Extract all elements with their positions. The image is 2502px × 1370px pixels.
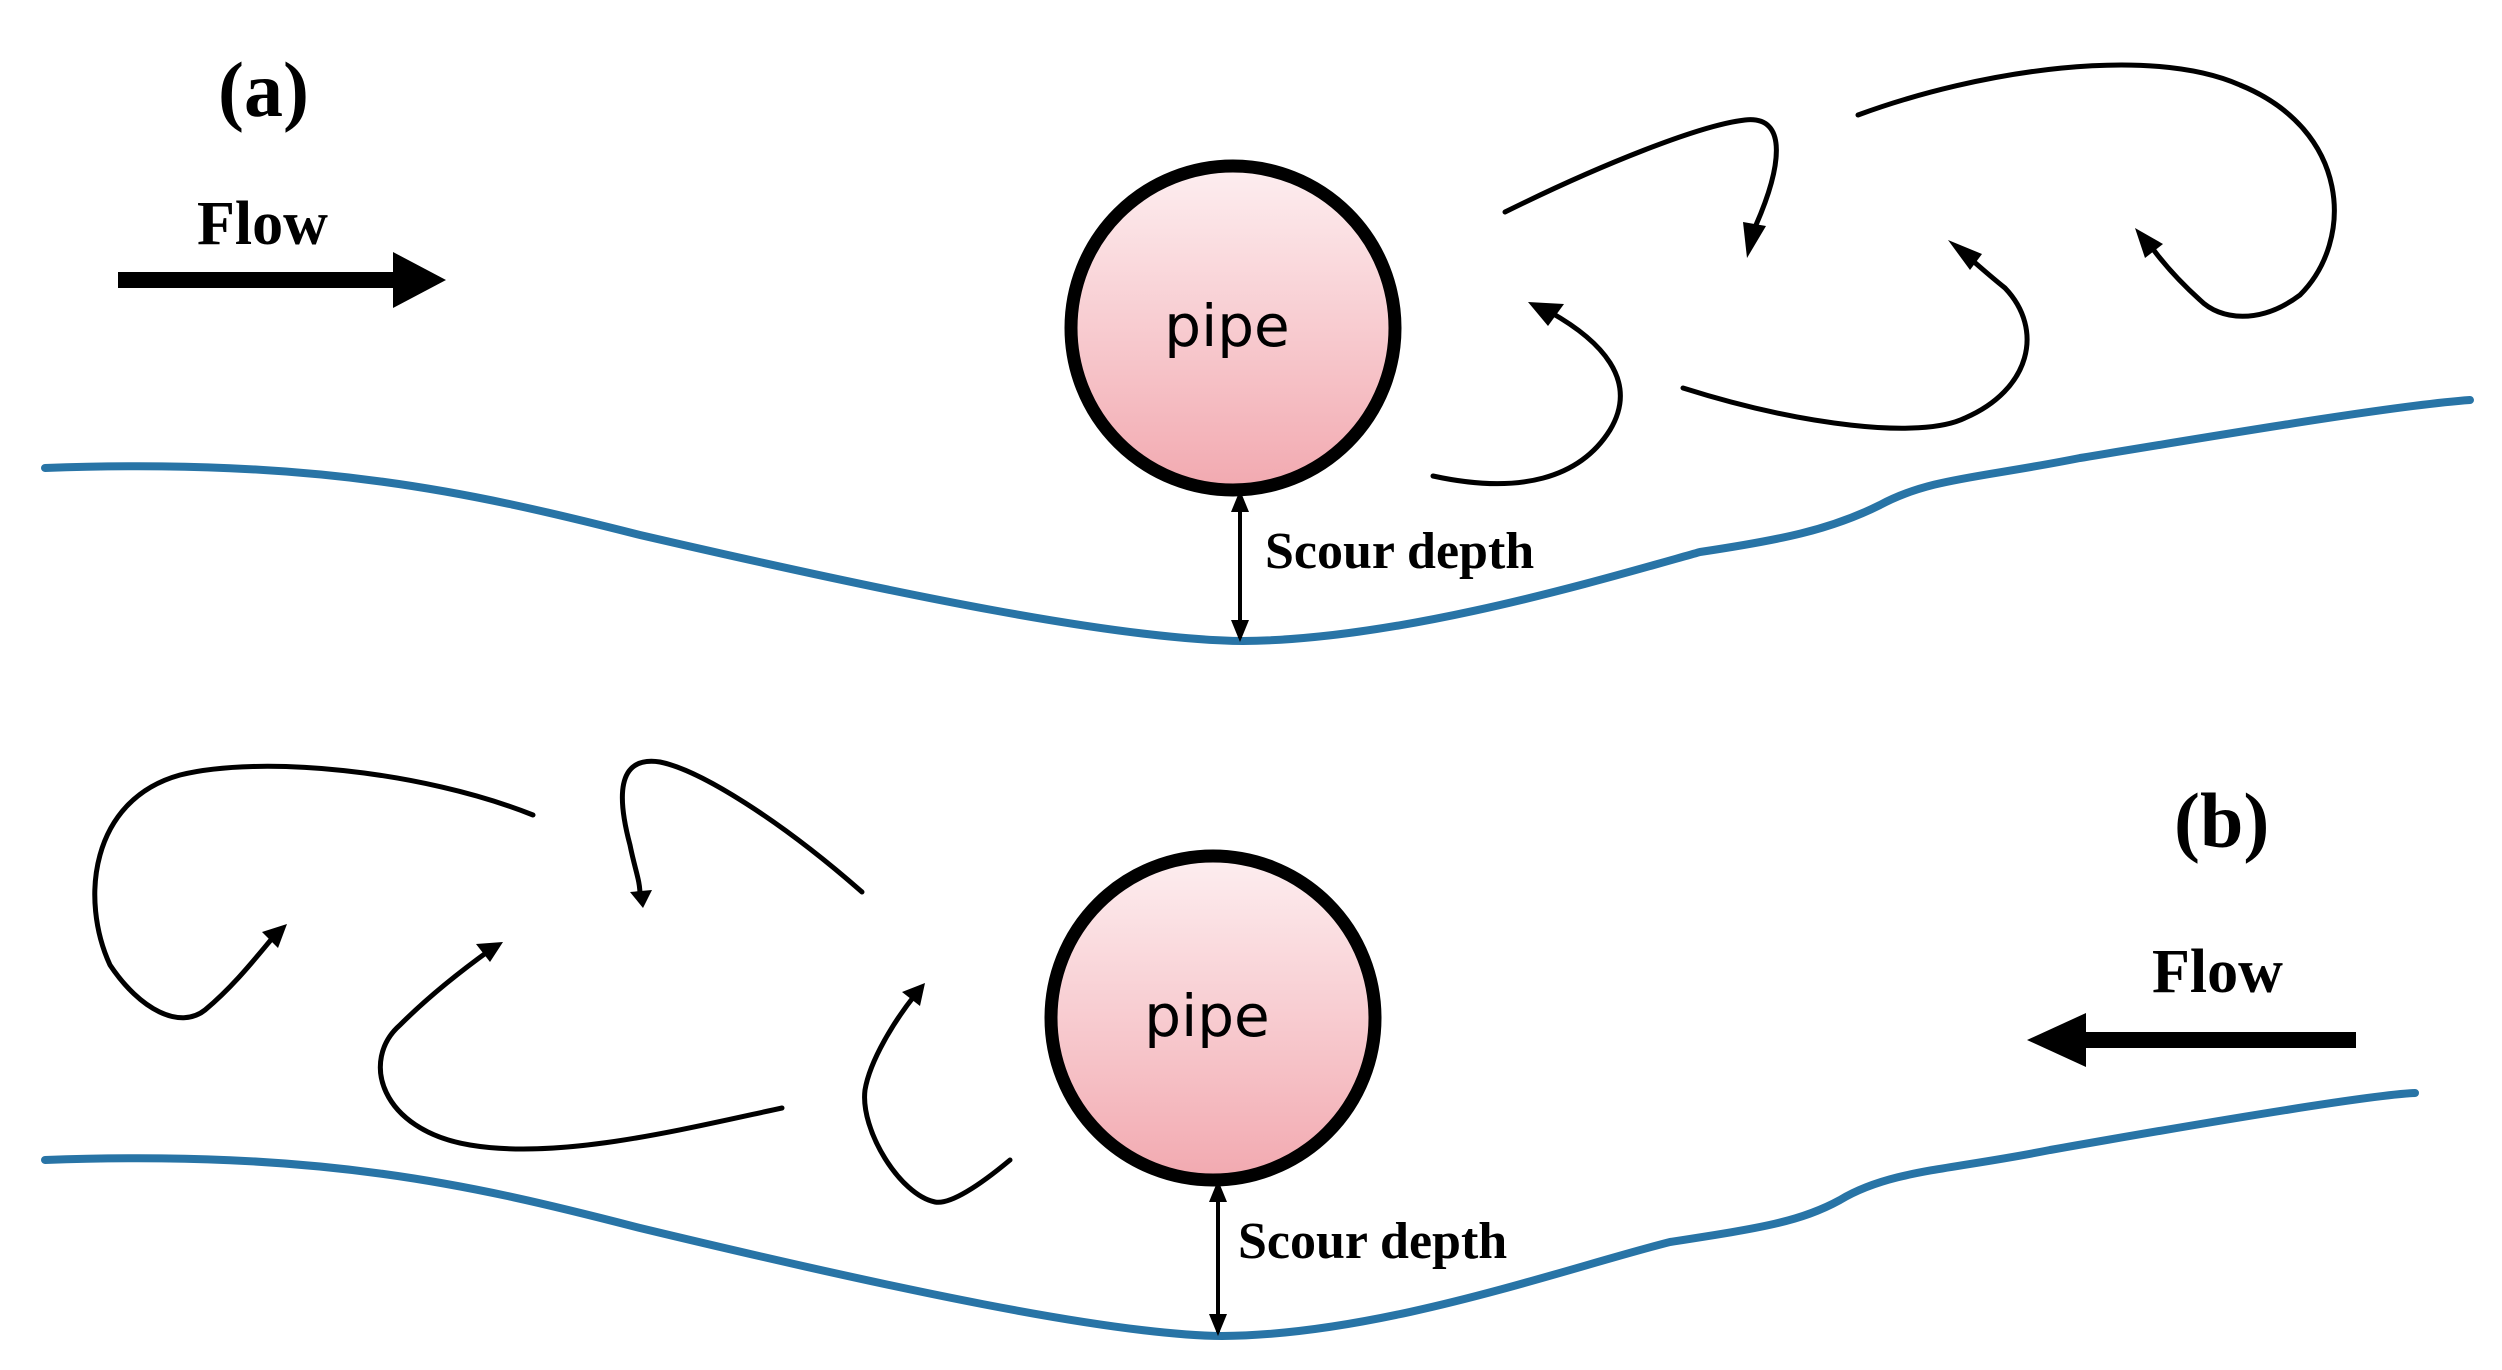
panel-b-vortex-1-arrowhead bbox=[262, 924, 287, 948]
panel-b-vortex-3 bbox=[377, 947, 785, 1152]
panel-a-vortex-1-arrowhead bbox=[1528, 302, 1564, 326]
panel-b-pipe bbox=[1044, 849, 1382, 1187]
panel-a-vortex-3-arrowhead bbox=[1948, 240, 1982, 270]
panel-a-seabed-line bbox=[41, 396, 2474, 645]
panel-a-pipe bbox=[1064, 159, 1402, 497]
panel-b-vortex-2-arrowhead bbox=[630, 890, 652, 908]
panel-a: (a) Flow pipe Scour depth bbox=[41, 46, 2474, 645]
panel-a-vortex-4 bbox=[1855, 62, 2337, 319]
panel-b-vortex-2 bbox=[619, 758, 865, 898]
panel-b-flow-arrow bbox=[2027, 1013, 2356, 1067]
panel-b-pipe-label: pipe bbox=[1144, 982, 1269, 1050]
panel-a-vortex-2-arrowhead bbox=[1743, 222, 1766, 258]
panel-a-scour-depth-arrow bbox=[1231, 490, 1249, 642]
panel-a-flow-arrow bbox=[118, 252, 446, 308]
panel-b-vortex-4-arrowhead bbox=[902, 983, 925, 1006]
panel-b-scour-depth-label: Scour depth bbox=[1238, 1213, 1507, 1270]
panel-b-vortex-4 bbox=[862, 992, 1013, 1205]
panel-b-seabed-line bbox=[41, 1089, 2419, 1340]
panel-a-label: (a) bbox=[218, 46, 309, 133]
panel-b-label: (b) bbox=[2174, 777, 2269, 864]
panel-a-flow-label: Flow bbox=[197, 190, 328, 258]
panel-a-pipe-label: pipe bbox=[1164, 292, 1289, 360]
panel-b: (b) Flow pipe Scour depth bbox=[41, 758, 2419, 1340]
panel-a-scour-depth-label: Scour depth bbox=[1265, 523, 1534, 580]
panel-a-vortex-3 bbox=[1680, 245, 2030, 431]
panel-a-vortex-1 bbox=[1430, 309, 1623, 487]
panel-a-vortex-4-arrowhead bbox=[2135, 228, 2163, 258]
panel-a-vortices bbox=[1430, 62, 2337, 487]
panel-b-scour-depth-arrow bbox=[1209, 1180, 1227, 1336]
panel-b-vortex-3-arrowhead bbox=[476, 942, 503, 962]
panel-b-flow-label: Flow bbox=[2152, 938, 2283, 1006]
panel-b-vortex-1 bbox=[92, 763, 536, 1021]
panel-b-vortices bbox=[92, 758, 1013, 1205]
panel-a-vortex-2 bbox=[1502, 117, 1779, 228]
